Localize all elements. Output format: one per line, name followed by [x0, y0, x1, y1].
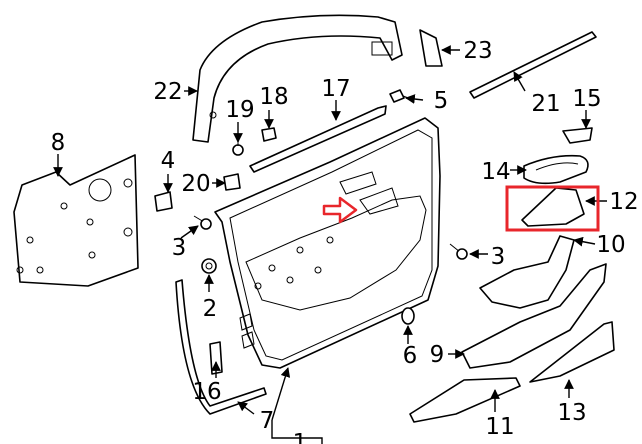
callout-3-right: 3 [491, 244, 506, 270]
callout-14: 14 [481, 159, 510, 185]
part-9-lower-trim[interactable] [461, 263, 607, 369]
part-1-door-trim-panel[interactable] [214, 117, 441, 369]
part-23-mirror-cover[interactable] [419, 29, 443, 67]
callout-21: 21 [531, 91, 560, 117]
part-5-bolt[interactable] [389, 89, 415, 103]
part-3-screw-right[interactable] [449, 243, 468, 260]
callout-3-left: 3 [172, 235, 187, 261]
leader-lines [53, 45, 607, 444]
callout-13: 13 [557, 400, 586, 426]
part-17-belt-moulding[interactable] [249, 105, 387, 173]
callout-6: 6 [403, 343, 418, 369]
part-13-map-pocket[interactable] [529, 321, 615, 383]
callout-7: 7 [260, 408, 275, 434]
part-2-grommet[interactable] [201, 258, 217, 274]
callout-12: 12 [609, 189, 638, 215]
part-21-weatherstrip[interactable] [469, 31, 597, 99]
callout-numbers: 8 22 23 21 15 17 18 19 5 4 20 14 12 10 3… [51, 38, 639, 444]
part-14-door-handle[interactable] [523, 154, 589, 185]
callout-10: 10 [596, 232, 625, 258]
part-4-clip[interactable] [154, 191, 173, 212]
part-18-clip[interactable] [261, 127, 277, 142]
callout-15: 15 [572, 86, 601, 112]
callout-5: 5 [434, 88, 449, 114]
part-20-clip[interactable] [223, 173, 241, 191]
part-11-sill-trim[interactable] [409, 377, 521, 423]
callout-8: 8 [51, 130, 66, 156]
callout-2: 2 [203, 296, 218, 322]
callout-20: 20 [181, 171, 210, 197]
part-22-frame-trim[interactable] [192, 14, 403, 143]
callout-1: 1 [293, 430, 308, 444]
callout-9: 9 [430, 342, 445, 368]
part-12-switch-bezel[interactable] [521, 187, 585, 227]
part-6-plug[interactable] [401, 307, 415, 325]
callout-11: 11 [485, 414, 514, 440]
part-8-insulation-panel[interactable] [13, 154, 139, 287]
callout-22: 22 [153, 79, 182, 105]
part-10-armrest[interactable] [479, 235, 575, 309]
highlight-arrow [322, 196, 358, 224]
callout-16: 16 [192, 379, 221, 405]
part-19-screw[interactable] [232, 142, 244, 156]
callout-17: 17 [321, 76, 350, 102]
part-15-clip[interactable] [562, 127, 593, 144]
callout-23: 23 [463, 38, 492, 64]
part-3-screw-left[interactable] [193, 215, 212, 230]
callout-19: 19 [225, 97, 254, 123]
callout-4: 4 [161, 148, 176, 174]
part-7-seal[interactable] [175, 279, 267, 415]
callout-18: 18 [259, 84, 288, 110]
highlight-box-12 [505, 185, 600, 232]
